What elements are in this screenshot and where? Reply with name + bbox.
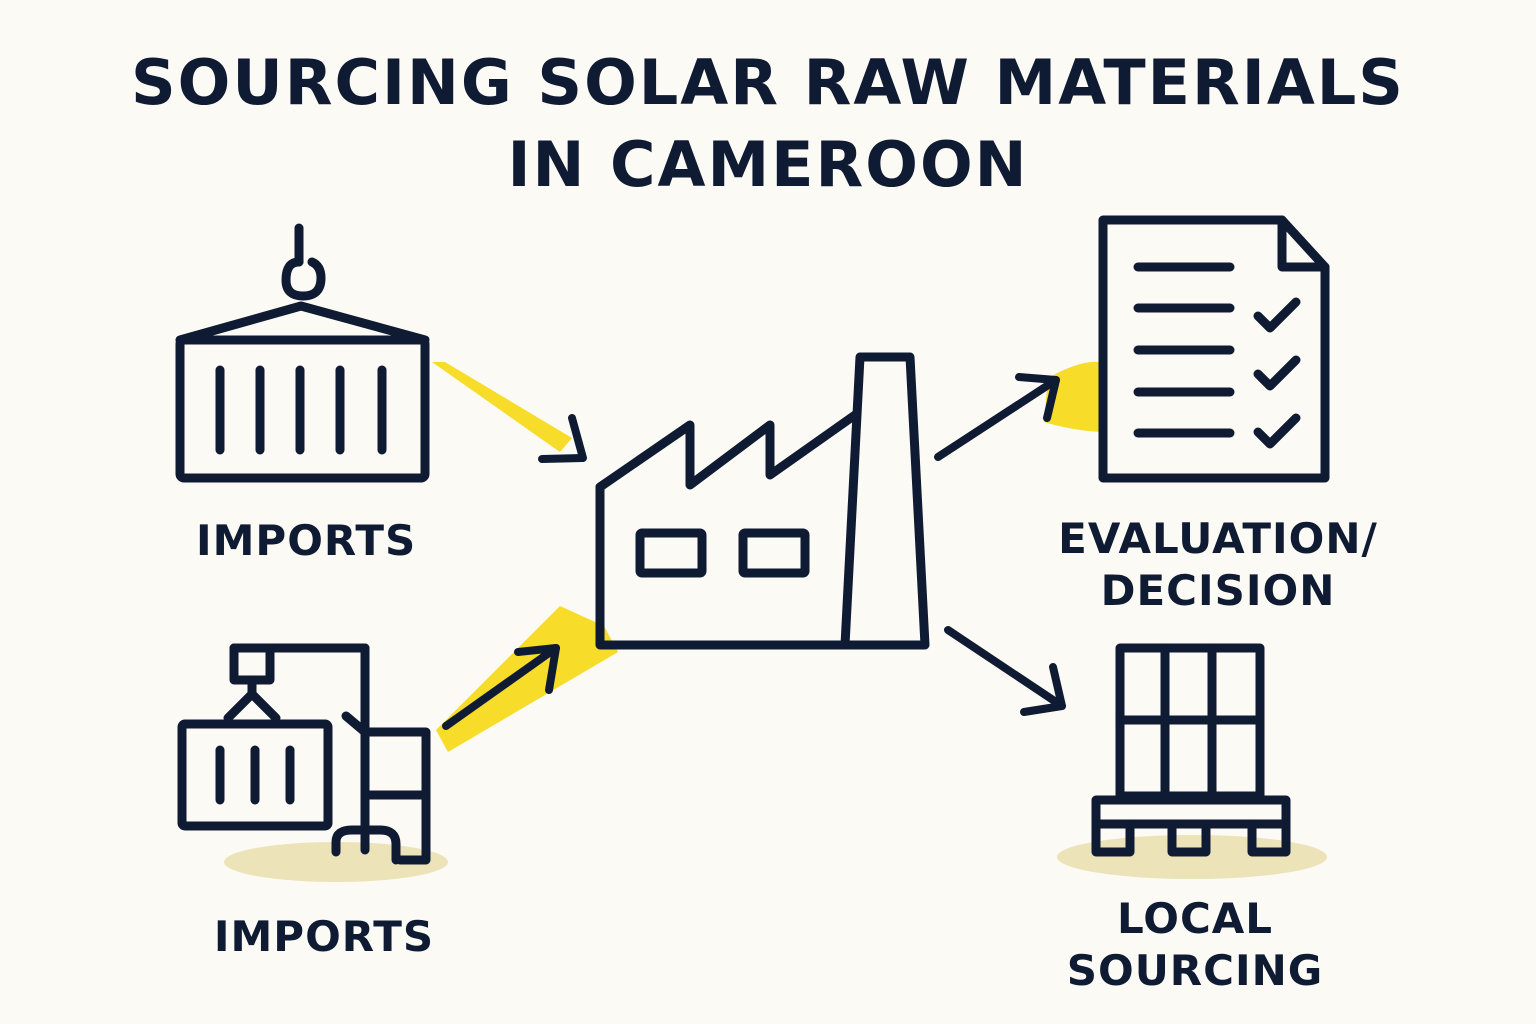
arrow-imports-bottom-to-factory [442, 644, 560, 730]
label-evaluation-line-2: DECISION [1100, 566, 1336, 615]
label-imports-bottom: IMPORTS [213, 912, 435, 961]
shadow-ellipse [1057, 835, 1327, 879]
factory-icon [595, 352, 930, 650]
arrow-factory-to-local-sourcing [944, 626, 1066, 716]
shipping-container-crane-hook-icon [175, 223, 430, 483]
label-local-line-1: LOCAL [1116, 894, 1274, 943]
checklist-document-icon [1098, 215, 1330, 483]
label-local-line-2: SOURCING [1066, 946, 1324, 995]
page-title-line-1: SOURCING SOLAR RAW MATERIALS [131, 46, 1405, 119]
solar-panel-pallet-icon [1091, 643, 1291, 857]
label-evaluation-line-1: EVALUATION/ [1058, 514, 1378, 563]
label-imports-top: IMPORTS [196, 516, 417, 565]
container-crane-icon [177, 643, 431, 865]
arrow-imports-top-to-factory [538, 414, 587, 463]
page-title-line-2: IN CAMEROON [507, 128, 1029, 201]
arrow-factory-to-evaluation [934, 373, 1060, 461]
